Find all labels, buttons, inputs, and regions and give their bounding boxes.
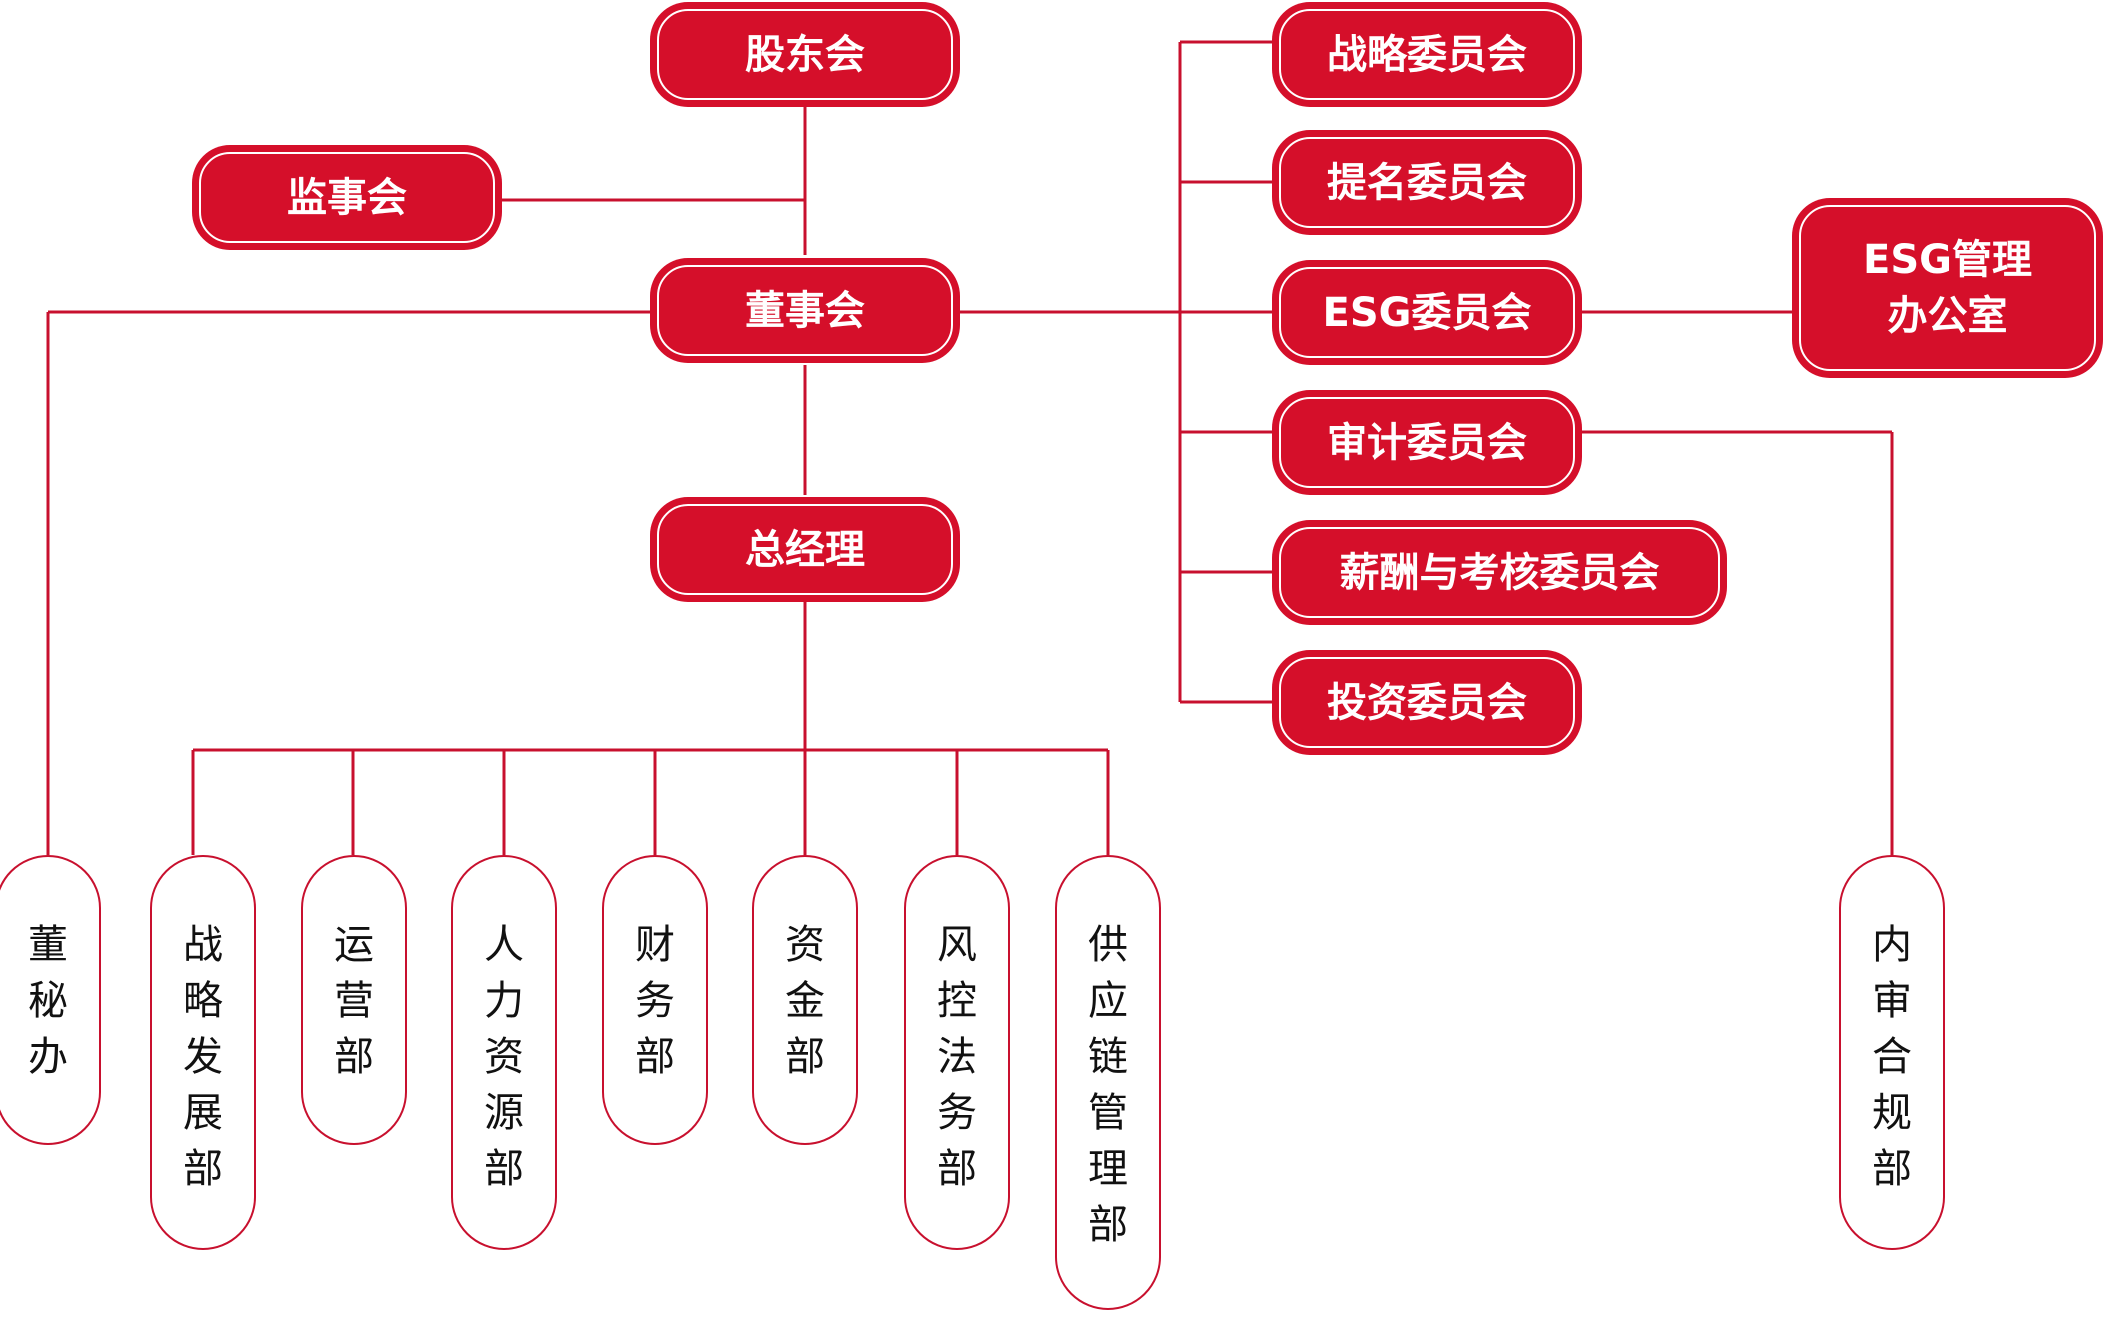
committee-audit[interactable]: 审计委员会 xyxy=(1272,390,1582,495)
dept-label: 内审合规部 xyxy=(1872,922,1912,1192)
dept-supply-chain[interactable]: 供应链管理部 xyxy=(1055,855,1161,1310)
board-label: 董事会 xyxy=(745,287,865,334)
gm-label: 总经理 xyxy=(745,526,865,573)
dept-label: 风控法务部 xyxy=(937,922,977,1192)
committee-strategy[interactable]: 战略委员会 xyxy=(1272,2,1582,107)
dept-finance[interactable]: 财务部 xyxy=(602,855,708,1145)
board-box[interactable]: 董事会 xyxy=(650,258,960,363)
gm-box[interactable]: 总经理 xyxy=(650,497,960,602)
committee-label: 战略委员会 xyxy=(1327,31,1527,78)
dept-label: 运营部 xyxy=(334,922,374,1080)
dept-label: 人力资源部 xyxy=(484,922,524,1192)
dept-hr[interactable]: 人力资源部 xyxy=(451,855,557,1250)
committee-label: 投资委员会 xyxy=(1327,679,1527,726)
committee-esg[interactable]: ESG委员会 xyxy=(1272,260,1582,365)
committee-label: 提名委员会 xyxy=(1327,159,1527,206)
dept-operations[interactable]: 运营部 xyxy=(301,855,407,1145)
shareholders-box[interactable]: 股东会 xyxy=(650,2,960,107)
committee-label: 薪酬与考核委员会 xyxy=(1339,549,1660,596)
esg-office-box[interactable]: ESG管理 办公室 xyxy=(1792,198,2103,378)
committee-compensation[interactable]: 薪酬与考核委员会 xyxy=(1272,520,1727,625)
committee-label: 审计委员会 xyxy=(1327,419,1527,466)
dept-label: 资金部 xyxy=(785,922,825,1080)
supervisors-label: 监事会 xyxy=(287,174,407,221)
dept-label: 战略发展部 xyxy=(183,922,223,1192)
dept-label: 财务部 xyxy=(635,922,675,1080)
dept-internal-audit[interactable]: 内审合规部 xyxy=(1839,855,1945,1250)
committee-nomination[interactable]: 提名委员会 xyxy=(1272,130,1582,235)
dept-label: 董秘办 xyxy=(28,922,68,1080)
esg-office-label: ESG管理 办公室 xyxy=(1863,237,2032,339)
committee-label: ESG委员会 xyxy=(1322,289,1532,336)
dept-strategy-dev[interactable]: 战略发展部 xyxy=(150,855,256,1250)
dept-label: 供应链管理部 xyxy=(1088,922,1128,1248)
shareholders-label: 股东会 xyxy=(745,31,865,78)
dept-board-secretary[interactable]: 董秘办 xyxy=(0,855,101,1145)
supervisors-box[interactable]: 监事会 xyxy=(192,145,502,250)
dept-risk-legal[interactable]: 风控法务部 xyxy=(904,855,1010,1250)
committee-investment[interactable]: 投资委员会 xyxy=(1272,650,1582,755)
dept-treasury[interactable]: 资金部 xyxy=(752,855,858,1145)
